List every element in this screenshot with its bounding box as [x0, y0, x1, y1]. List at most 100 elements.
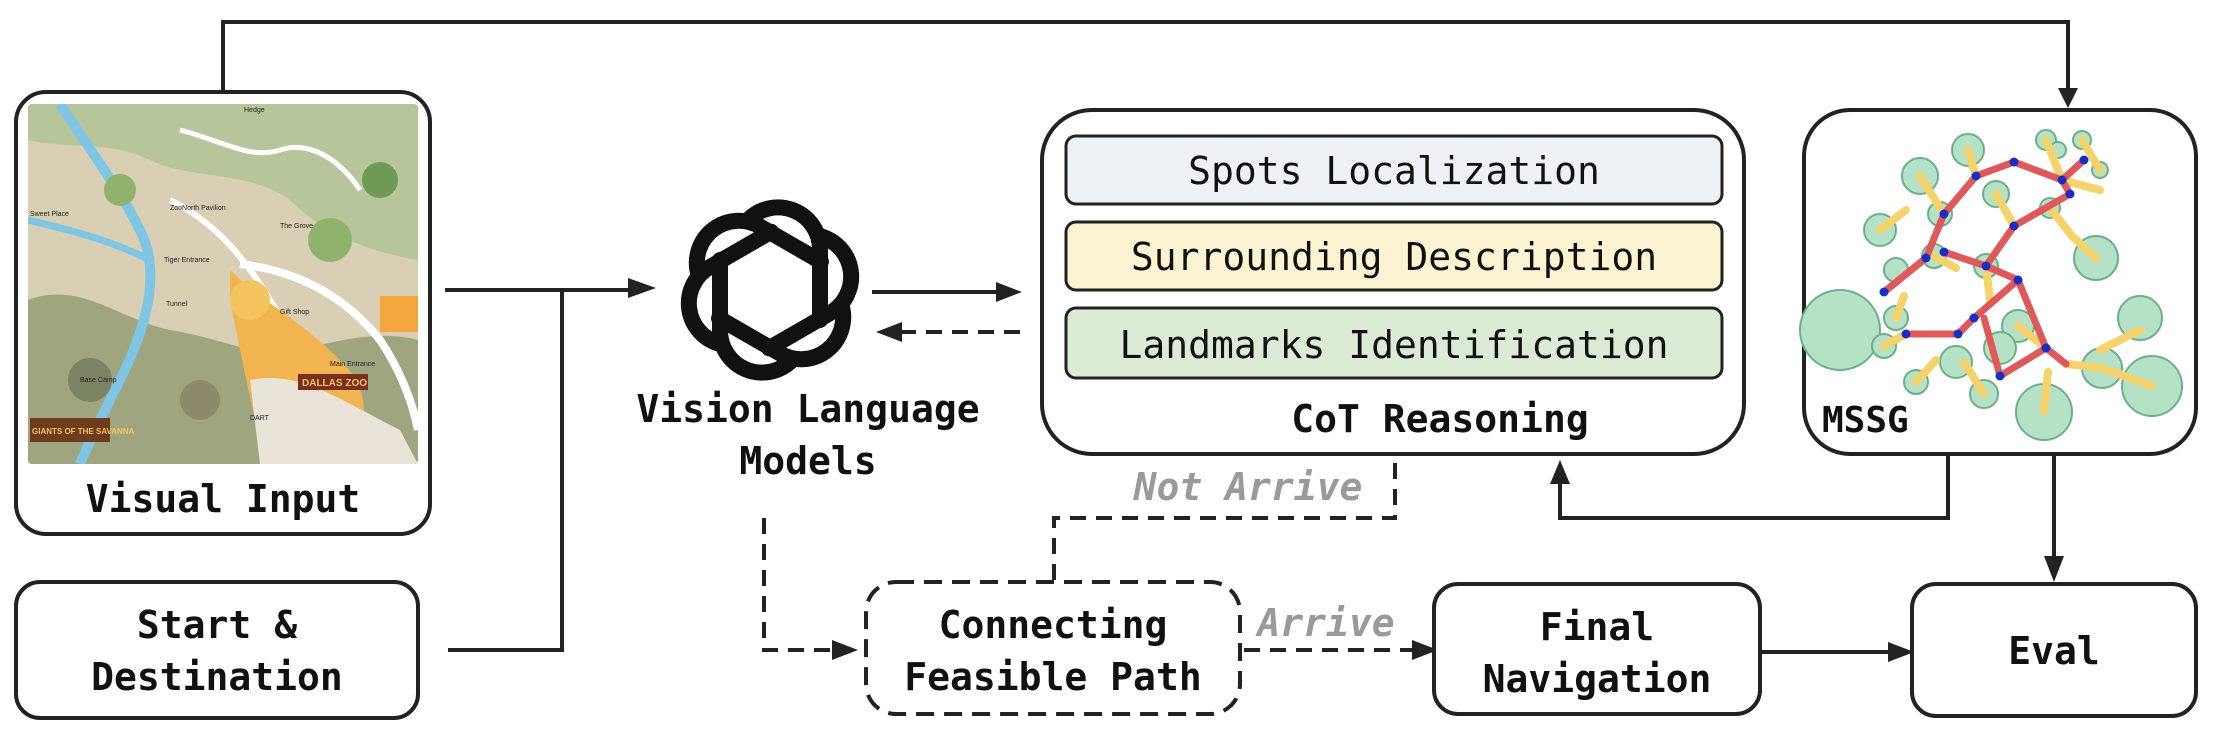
- map-label: Base Camp: [80, 377, 117, 384]
- mssg-edge: [1880, 254, 1930, 296]
- mssg-junction: [1901, 329, 1911, 339]
- mssg-edge: [2046, 204, 2076, 240]
- visual-input-node: Hedge ZooNorth Pavilion The Grove Tiger …: [14, 90, 432, 536]
- vlm-logo-icon: [680, 199, 860, 381]
- visual-input-label: Visual Input: [86, 477, 361, 521]
- mssg-junction: [1879, 287, 1889, 297]
- mssg-junction: [2013, 275, 2023, 285]
- connectors: [221, 20, 2078, 662]
- mssg-junction: [1969, 313, 1979, 323]
- mssg-junction: [2009, 157, 2019, 167]
- connecting-line1: Connecting: [939, 603, 1168, 647]
- mssg-edge: [1876, 206, 1910, 234]
- arrowhead-eval-top: [2044, 556, 2064, 582]
- final-nav-line2: Navigation: [1483, 657, 1712, 701]
- arrowhead-eval-in: [1888, 642, 1914, 662]
- mssg-junction: [2079, 155, 2089, 165]
- mssg-edge: [2062, 360, 2106, 372]
- mssg-edge: [1940, 248, 1990, 270]
- final-navigation-node: Final Navigation: [1432, 582, 1762, 716]
- edge-not-arrive: [1052, 458, 1397, 580]
- mssg-junction: [2041, 343, 2051, 353]
- mssg-edge: [2014, 276, 2050, 352]
- mssg-junction: [1981, 261, 1991, 271]
- arrowhead-vlm-back: [876, 322, 902, 342]
- map-label: Main Entrance: [330, 361, 375, 368]
- mssg-edge: [2068, 232, 2100, 262]
- vlm-label-line1: Vision Language: [636, 387, 979, 431]
- mssg-edge: [1940, 172, 1980, 218]
- mssg-graph: [1799, 129, 2183, 441]
- mssg-edge: [2058, 176, 2104, 194]
- mssg-junction: [1921, 253, 1931, 263]
- mssg-edge: [2010, 158, 2066, 184]
- mssg-edge: [1982, 262, 2022, 284]
- not-arrive-label: Not Arrive: [1133, 465, 1363, 509]
- edge-start-to-vlm: [448, 290, 564, 652]
- mssg-node-circle: [1939, 345, 1973, 379]
- mssg-edge: [1996, 344, 2050, 380]
- arrowhead-cot-bottom: [1550, 460, 1570, 484]
- cot-step-spots-label: Spots Localization: [1188, 149, 1600, 193]
- mssg-edge: [1980, 314, 2004, 380]
- mssg-node: MSSG: [1799, 108, 2198, 456]
- map-label: Tunnel: [166, 301, 188, 308]
- mssg-edge: [1970, 276, 2022, 322]
- cot-step-spots: [1064, 134, 1724, 206]
- mssg-edge: [2058, 156, 2088, 184]
- vlm-node: Vision Language Models: [636, 199, 980, 483]
- arrowhead-vlm-in: [628, 278, 656, 298]
- eval-node: Eval: [1910, 582, 2198, 718]
- mssg-junction: [1939, 209, 1949, 219]
- start-destination-line1: Start &: [137, 603, 297, 647]
- arrowhead-connecting-in: [832, 640, 858, 660]
- mssg-edge: [1992, 190, 2018, 230]
- edge-visual-to-mssg: [221, 20, 2070, 92]
- start-destination-node: Start & Destination: [14, 580, 420, 720]
- map-label: Gift Shop: [280, 309, 309, 316]
- mssg-edge: [1960, 358, 1988, 398]
- mssg-edge: [1964, 146, 1980, 180]
- cot-step-landmarks-label: Landmarks Identification: [1119, 323, 1668, 367]
- mssg-edge: [1916, 172, 1948, 218]
- mssg-junction: [1995, 371, 2005, 381]
- eval-label: Eval: [2008, 629, 2100, 673]
- mssg-label: MSSG: [1822, 400, 1909, 441]
- mssg-edge: [1892, 292, 1908, 322]
- mssg-edge: [1982, 262, 1994, 304]
- arrive-label: Arrive: [1254, 601, 1394, 645]
- map-label: DALLAS ZOO: [302, 378, 367, 389]
- mssg-edge: [2042, 136, 2066, 184]
- cot-step-surrounding-label: Surrounding Description: [1131, 235, 1657, 279]
- mssg-edge: [2096, 326, 2144, 354]
- mssg-junction: [1971, 171, 1981, 181]
- final-nav-line1: Final: [1540, 605, 1654, 649]
- mssg-edge: [1922, 210, 1948, 262]
- mssg-junction: [2065, 189, 2075, 199]
- mssg-junction: [2057, 175, 2067, 185]
- connecting-path-node: Connecting Feasible Path: [864, 580, 1242, 716]
- edge-mssg-to-cot: [1558, 456, 1950, 520]
- mssg-edge: [2098, 364, 2156, 390]
- cot-step-landmarks: [1064, 306, 1724, 380]
- map-label: Sweet Place: [30, 211, 69, 218]
- mssg-edge: [2078, 136, 2104, 174]
- vlm-label-line2: Models: [739, 439, 876, 483]
- mssg-edge: [1930, 252, 1960, 272]
- map-label: DART: [250, 415, 270, 422]
- cot-title: CoT Reasoning: [1291, 397, 1588, 441]
- mssg-edge: [1982, 222, 2018, 270]
- mssg-edge: [1912, 356, 1940, 386]
- edge-vlm-to-connecting: [762, 518, 836, 652]
- map-label: ZooNorth Pavilion: [170, 205, 226, 212]
- arrowhead-mssg-top: [2058, 88, 2078, 108]
- mssg-junction: [2009, 221, 2019, 231]
- cot-step-surrounding: [1064, 220, 1724, 292]
- start-destination-line2: Destination: [91, 655, 343, 699]
- map-label: The Grove: [280, 223, 313, 230]
- connecting-line2: Feasible Path: [904, 655, 1201, 699]
- mssg-junction: [1939, 247, 1949, 257]
- map-label: GIANTS OF THE SAVANNA: [32, 427, 135, 436]
- map-label: Tiger Entrance: [164, 257, 210, 264]
